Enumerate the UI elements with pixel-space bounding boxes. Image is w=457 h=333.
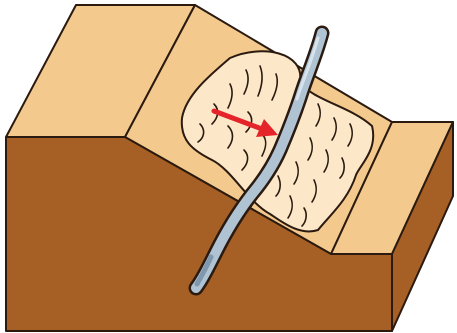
diagram-canvas [0, 0, 457, 333]
slope-diagram [0, 0, 457, 333]
